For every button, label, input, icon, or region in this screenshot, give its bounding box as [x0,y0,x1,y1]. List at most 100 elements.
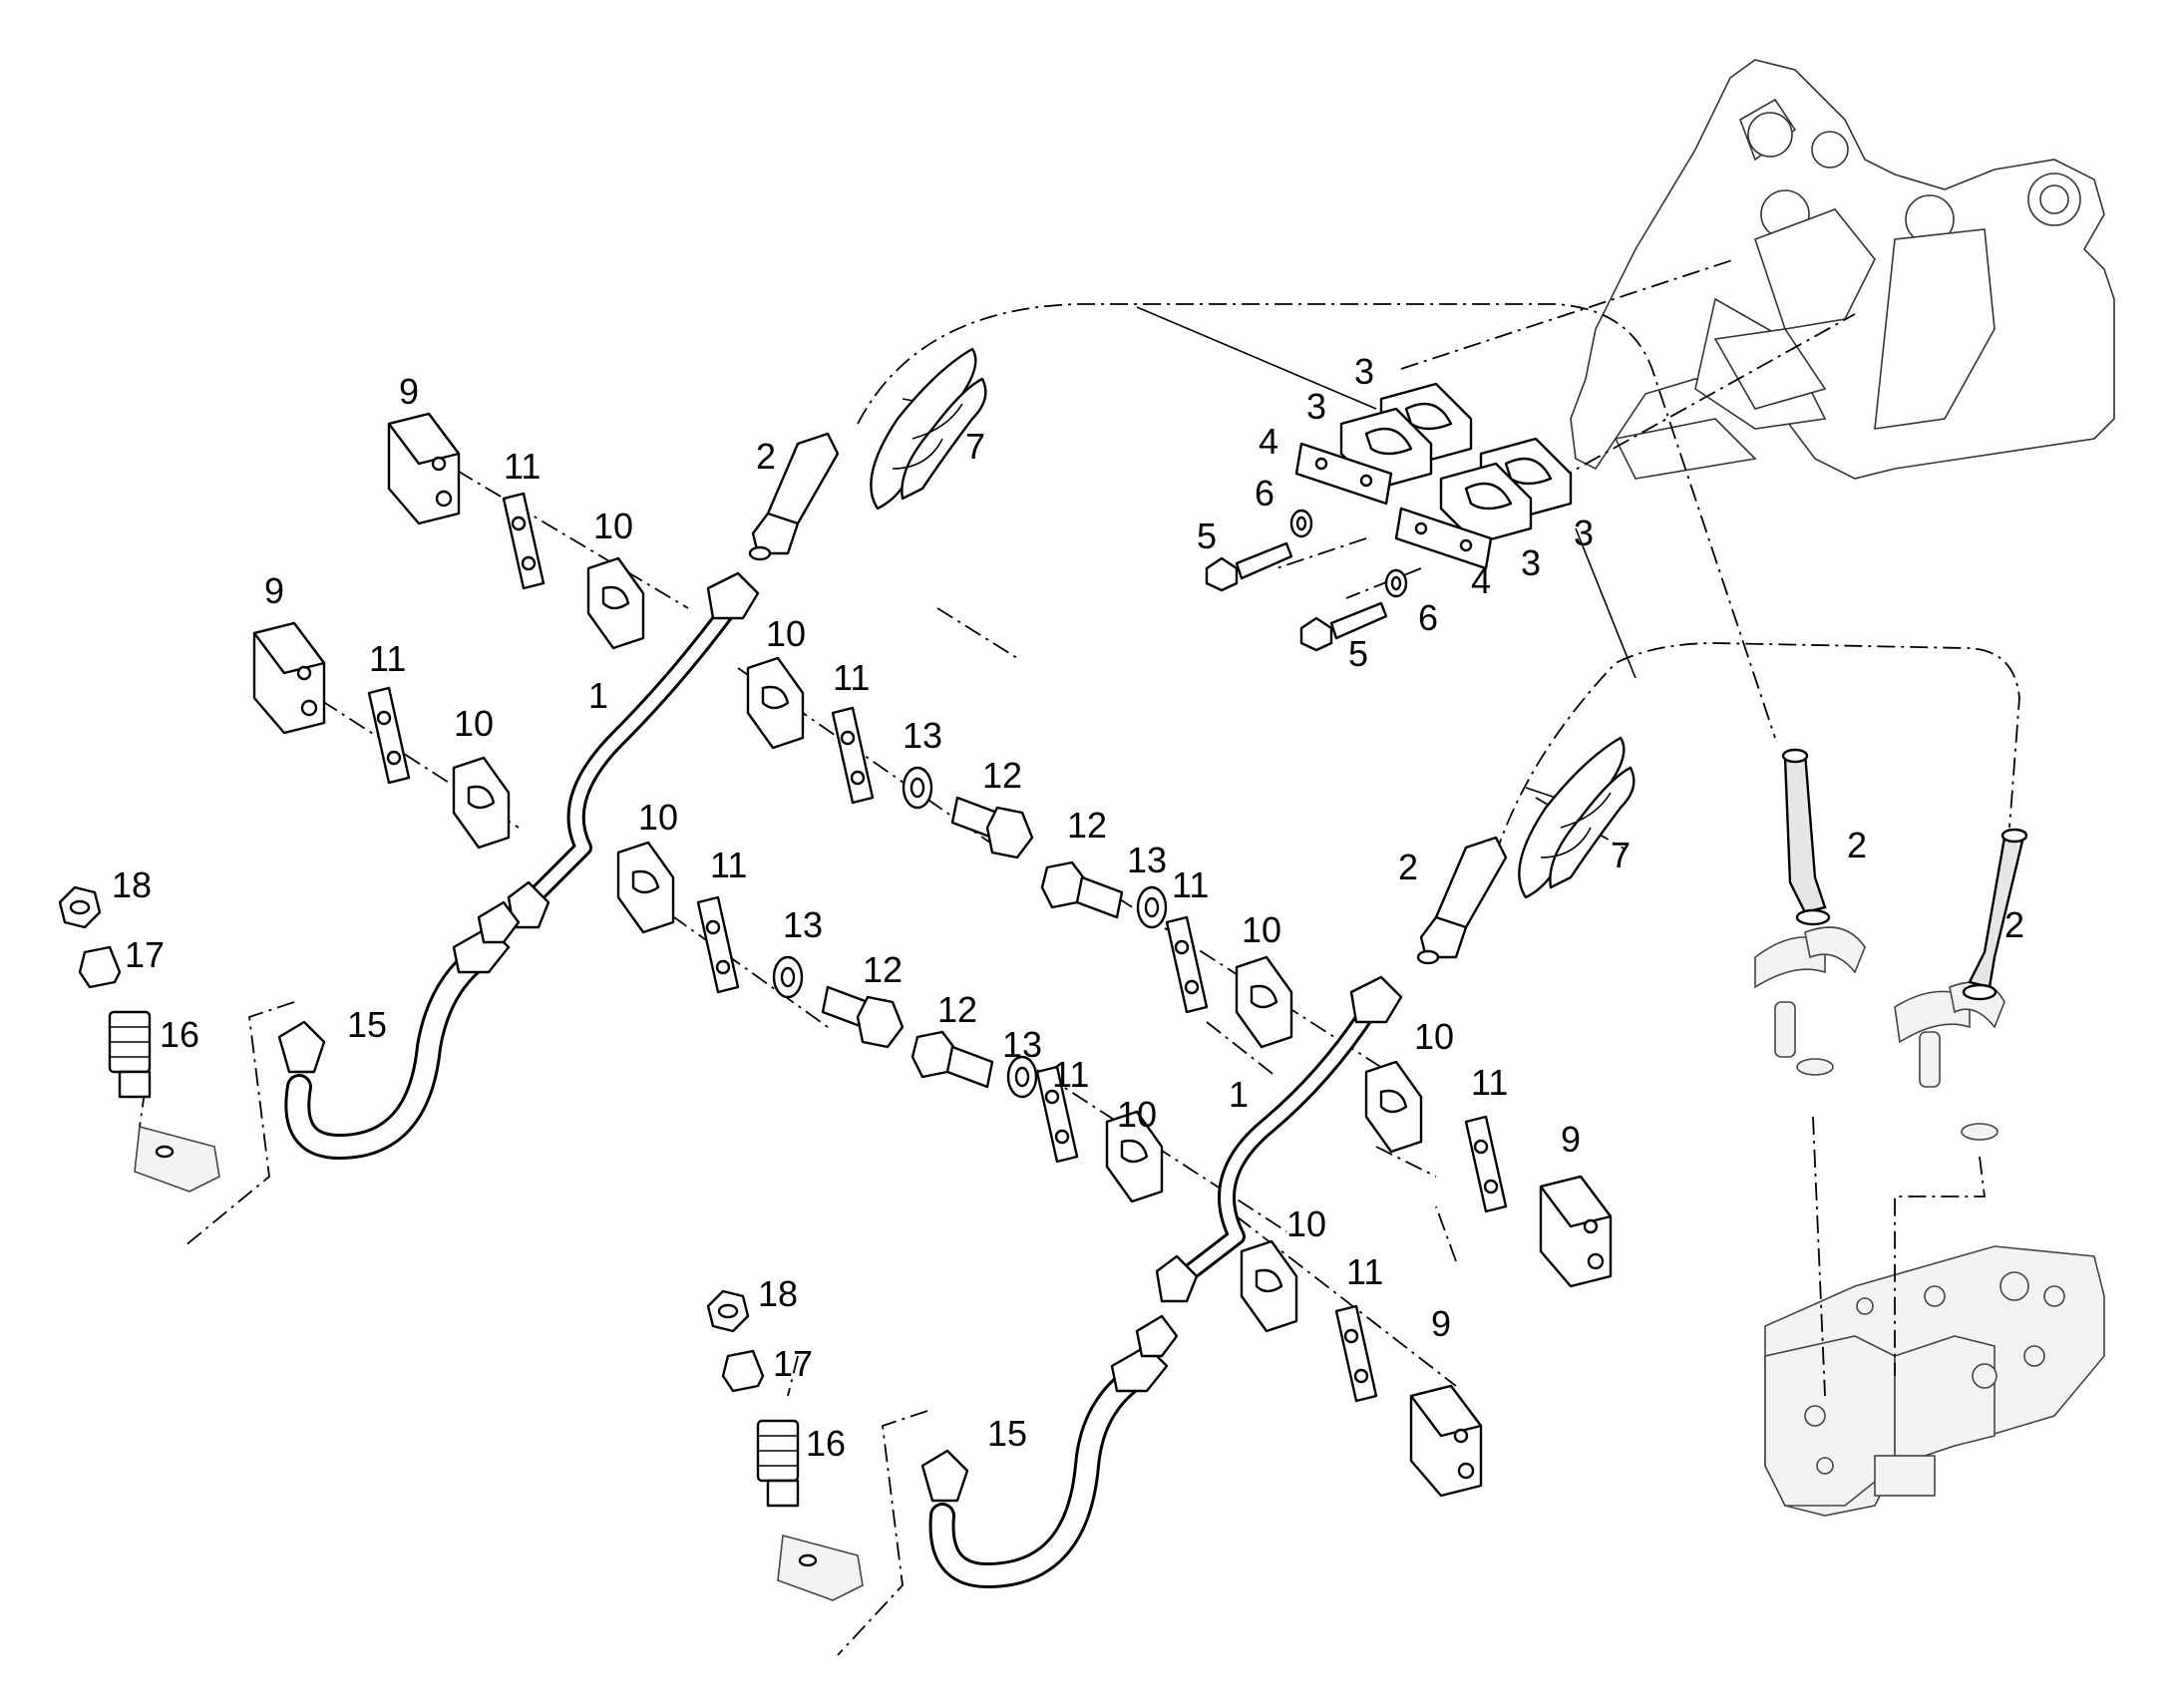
callout-13: 13 [1127,840,1167,880]
callout-15: 15 [347,1004,387,1045]
callout-10: 10 [593,506,633,546]
spiral-guard-7-b [1518,736,1635,899]
bolt-5-a [1205,541,1293,592]
callout-2: 2 [1398,847,1418,887]
callout-11: 11 [833,657,870,698]
callout-2: 2 [756,436,776,477]
tube-2-b [1416,836,1508,965]
flange-left [1754,926,1866,1076]
hose-15-lower [920,1314,1179,1588]
washer-13-b [772,955,804,999]
clamp-10-b [452,756,511,850]
washer-13-a [902,766,933,810]
plate-11-c [831,706,875,805]
callout-12: 12 [937,989,977,1030]
plate-lower [777,1534,864,1601]
callout-4: 4 [1259,421,1278,462]
callout-6: 6 [1255,473,1274,513]
nut-18-upper [58,885,102,929]
callout-3: 3 [1306,386,1326,427]
callout-5: 5 [1348,633,1368,674]
callout-12: 12 [1067,805,1107,846]
plate-11-a [502,492,545,590]
callout-11: 11 [1471,1062,1508,1103]
callout-11: 11 [710,845,747,885]
plate-upper [134,1125,220,1193]
pipe-1-upper [507,571,760,929]
plate-11-d [696,895,740,994]
callout-16: 16 [806,1423,846,1464]
pipe-1-lower [1155,975,1403,1303]
callout-13: 13 [1002,1024,1042,1065]
callout-2: 2 [2004,904,2024,945]
callout-17: 17 [125,934,165,975]
callout-15: 15 [987,1413,1027,1454]
callout-4: 4 [1471,560,1491,601]
plate-11-e [1165,915,1209,1014]
callout-5: 5 [1197,515,1217,556]
plate-11-h [1334,1304,1378,1403]
callout-7: 7 [1611,835,1631,875]
callout-2: 2 [1847,825,1867,865]
control-valve [1764,1245,2105,1517]
callout-12: 12 [863,949,903,990]
nut-18-lower [706,1289,750,1333]
callout-10: 10 [1242,909,1281,950]
cone-17-upper [78,945,122,989]
washer-6-a [1289,509,1313,538]
bolt-12-b [821,985,905,1049]
callout-18: 18 [758,1273,798,1314]
spiral-guard-7-a [870,347,987,511]
clamp-10-f [1105,1110,1164,1203]
washer-13-c [1136,885,1168,929]
clamp-10-d [616,841,675,934]
callout-10: 10 [1414,1016,1454,1057]
callout-10: 10 [1286,1203,1326,1244]
callout-11: 11 [1172,864,1209,905]
hose-15-upper [277,900,521,1160]
tube-2-a [748,432,840,561]
callout-3: 3 [1354,351,1374,392]
callout-11: 11 [1346,1251,1383,1292]
callout-11: 11 [504,446,541,487]
callout-10: 10 [766,613,806,654]
callout-13: 13 [903,715,942,756]
plate-11-f [1035,1065,1079,1164]
washer-6-b [1384,568,1408,598]
callout-1: 1 [1229,1074,1249,1115]
callout-9: 9 [399,371,419,412]
callout-9: 9 [264,570,284,611]
block-9-a [387,412,461,525]
callout-11: 11 [1052,1054,1089,1095]
callout-11: 11 [369,638,406,679]
callout-3: 3 [1574,512,1594,553]
tube-2-right-b [1962,828,2028,1001]
adapter-16-lower [756,1419,800,1508]
adapter-16-upper [108,1010,152,1099]
callout-17: 17 [773,1343,813,1384]
block-9-d [1409,1384,1483,1498]
clamp-10-e [1235,955,1293,1049]
callout-10: 10 [1117,1094,1157,1135]
callout-7: 7 [965,426,985,467]
callout-12: 12 [982,755,1022,796]
flange-right [1894,981,2005,1141]
hose-brackets [183,1001,928,1656]
bolt-12-c [1040,860,1124,919]
washer-13-d [1006,1055,1038,1099]
clamp-3-right-low [1439,462,1533,545]
callout-10: 10 [638,797,678,838]
callout-1: 1 [588,675,608,716]
callout-6: 6 [1418,597,1438,638]
tube-2-right-a [1781,748,1831,926]
callout-9: 9 [1431,1303,1451,1344]
callout-16: 16 [160,1014,199,1055]
plate-4-a [1294,442,1393,506]
clamp-10-c [746,656,805,750]
clamp-10-g [1364,1060,1423,1154]
clamp-10-h [1240,1239,1298,1333]
callout-10: 10 [454,703,494,744]
bolt-12-d [910,1030,994,1089]
plate-4-b [1394,507,1493,570]
